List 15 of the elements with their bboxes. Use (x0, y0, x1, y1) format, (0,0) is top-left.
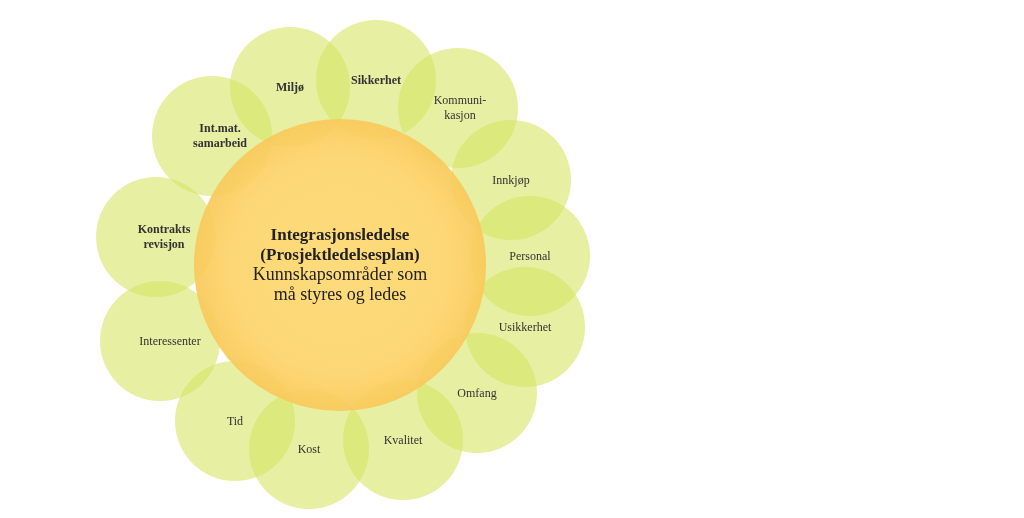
center-title: Integrasjonsledelse (Prosjektledelsesplan) (259, 225, 421, 266)
petal-label: Kontrakts revisjon (136, 222, 192, 252)
petal-label: Personal (509, 248, 551, 264)
petal-label: Tid (226, 413, 244, 429)
petal-label: Kommuni- kasjon (432, 93, 488, 123)
petal-label: Omfang (457, 385, 497, 401)
petal-label: Kvalitet (383, 432, 423, 448)
petal-label: Kost (297, 441, 321, 457)
petal-label: Sikkerhet (351, 72, 401, 88)
petal-label: Usikkerhet (498, 319, 552, 335)
petal-label: Miljø (276, 79, 304, 95)
petal-label: Int.mat. samarbeid (192, 121, 248, 151)
petal-label: Interessenter (139, 333, 201, 349)
petal-label: Innkjøp (492, 172, 530, 188)
center-subtitle: Kunnskapsområder som må styres og ledes (251, 265, 429, 305)
